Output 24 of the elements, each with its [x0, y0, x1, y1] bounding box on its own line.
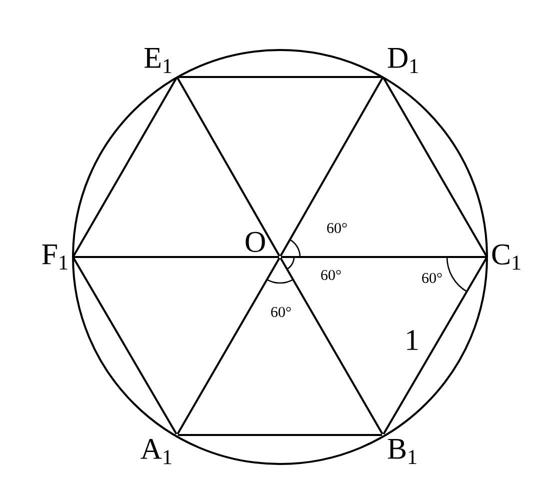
vertex-label: F$_{1}$ — [42, 244, 68, 270]
line-segment — [280, 258, 384, 434]
line-segment — [280, 78, 384, 256]
angle-label: 60° — [422, 272, 442, 284]
line-segment — [72, 258, 178, 435]
vertex-label: E$_{1}$ — [144, 48, 172, 73]
line-segment — [178, 434, 382, 436]
line-segment — [176, 78, 280, 256]
vertex-label: D$_{1}$ — [388, 48, 418, 73]
line-segment — [382, 258, 488, 435]
angle-label: 60° — [321, 270, 341, 280]
vertex-label: O — [246, 232, 265, 252]
vertex-label: B$_{1}$ — [388, 439, 416, 464]
line-segment — [281, 256, 486, 258]
edge-label: 1 — [404, 329, 420, 351]
line-segment — [74, 256, 279, 258]
angle-label: 60° — [327, 222, 347, 234]
vertex-label: A$_{1}$ — [140, 439, 172, 464]
vertex-label: C$_{1}$ — [492, 244, 520, 270]
line-segment — [178, 76, 382, 78]
angle-label: 60° — [271, 306, 291, 318]
line-segment — [176, 258, 280, 435]
line-segment — [382, 78, 488, 256]
line-segment — [72, 78, 178, 256]
